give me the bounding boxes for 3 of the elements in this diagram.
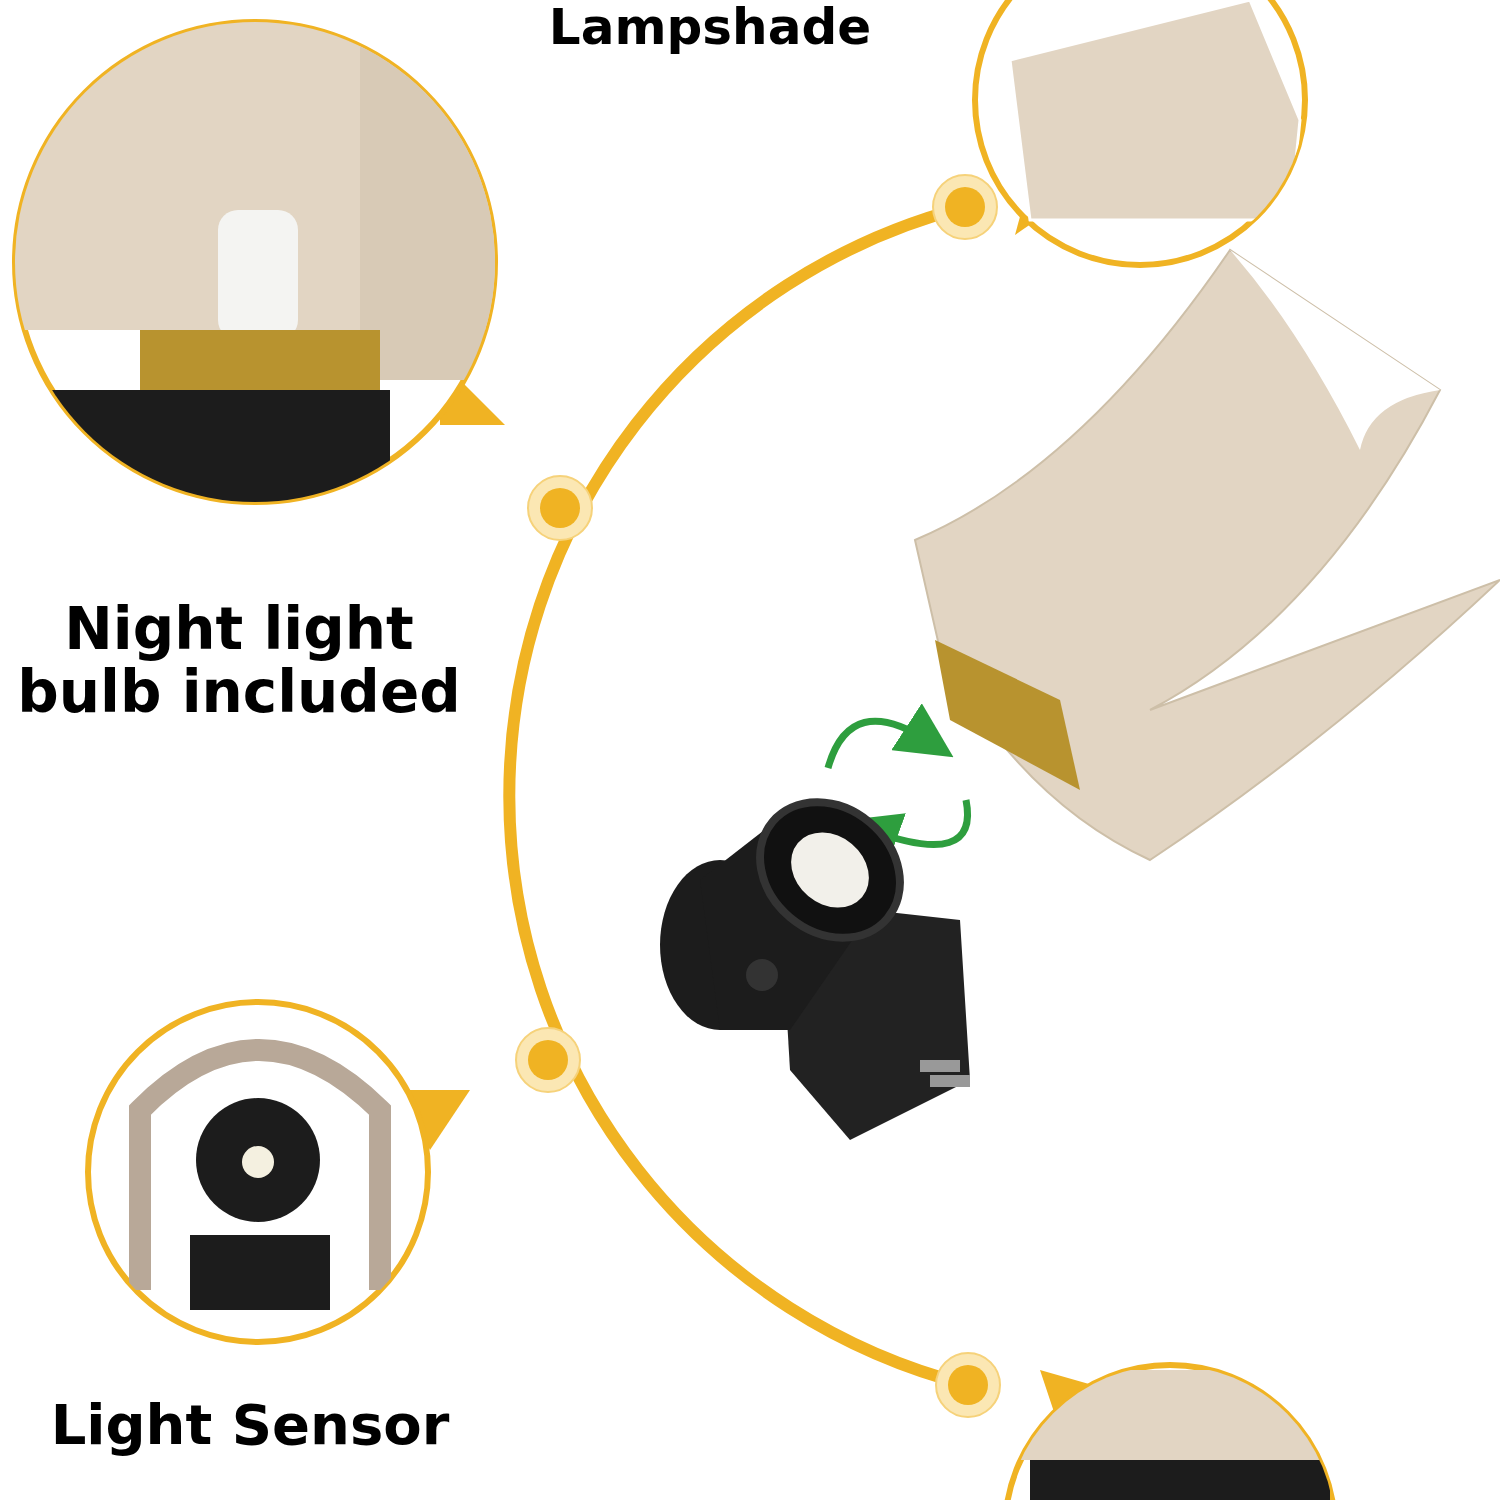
feature-label: Night light bulb included	[16, 598, 462, 724]
feature-label: Lampshade	[547, 0, 873, 54]
feature-label: Light Sensor	[49, 1395, 451, 1456]
